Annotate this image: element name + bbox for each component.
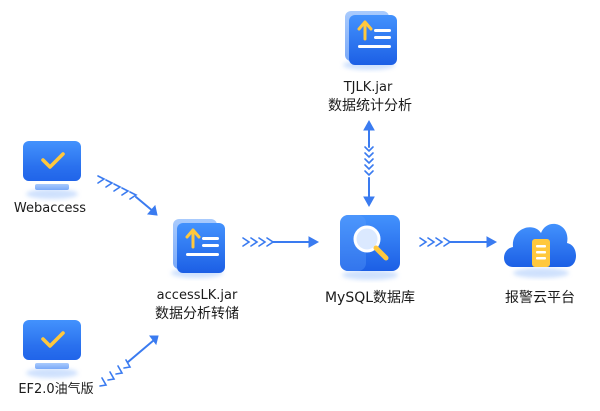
tjlk-document-upload-icon bbox=[343, 11, 397, 70]
accesslk-document-upload-icon bbox=[171, 219, 225, 278]
arrow-mysql-tjlk-bidirectional bbox=[363, 119, 375, 208]
tjlk-name-label: TJLK.jar bbox=[343, 80, 393, 95]
webaccess-label: Webaccess bbox=[13, 201, 87, 216]
arrow-mysql-to-alarm bbox=[419, 236, 498, 248]
webaccess-monitor-icon bbox=[23, 141, 81, 199]
mysql-label: MySQL数据库 bbox=[324, 290, 416, 306]
accesslk-desc-label: 数据分析转储 bbox=[155, 306, 239, 322]
tjlk-desc-label: 数据统计分析 bbox=[328, 98, 412, 114]
mysql-magnifier-icon bbox=[340, 215, 400, 280]
arrow-ef20-to-accesslk bbox=[99, 335, 159, 387]
alarm-cloud-icon bbox=[504, 223, 576, 278]
ef20-label: EF2.0油气版 bbox=[18, 382, 94, 397]
arrow-accesslk-to-mysql bbox=[242, 236, 320, 248]
arrow-webaccess-to-accesslk bbox=[97, 175, 158, 216]
alarm-label: 报警云平台 bbox=[505, 290, 575, 306]
ef20-monitor-icon bbox=[23, 320, 81, 378]
accesslk-name-label: accessLK.jar bbox=[156, 288, 238, 303]
